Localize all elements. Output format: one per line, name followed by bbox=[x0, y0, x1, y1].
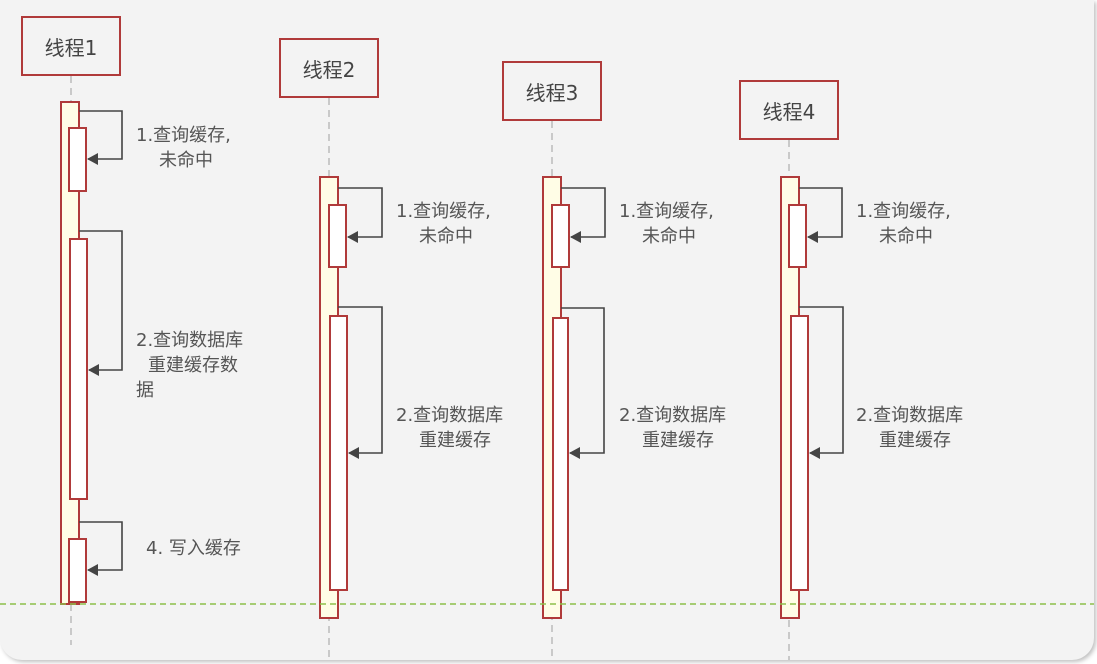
thread-1-step-2-label: 2.查询数据库 重建缓存数 据 bbox=[136, 328, 243, 403]
thread-4-step-2-label: 2.查询数据库 重建缓存 bbox=[856, 403, 963, 453]
label-line: 2.查询数据库 bbox=[856, 405, 964, 426]
thread-1-step-4-label: 4. 写入缓存 bbox=[146, 536, 241, 561]
label-line: 据 bbox=[136, 380, 154, 401]
activation-box-thread-1-query-db bbox=[69, 238, 88, 500]
label-line: 未命中 bbox=[642, 226, 696, 247]
label-line: 1.查询缓存, bbox=[396, 201, 491, 222]
label-line: 2.查询数据库 bbox=[396, 405, 504, 426]
activation-box-thread-1-query-cache bbox=[68, 127, 87, 192]
label-line: 重建缓存 bbox=[419, 430, 491, 451]
message-arrow-thread-3-step-2 bbox=[561, 307, 605, 459]
thread-3-step-1-label: 1.查询缓存, 未命中 bbox=[619, 199, 714, 249]
thread-1-step-1-label: 1.查询缓存, 未命中 bbox=[136, 123, 231, 173]
activation-box-thread-3-query-db bbox=[552, 317, 569, 591]
activation-box-thread-4-query-cache bbox=[788, 204, 807, 268]
thread-1-title-text: 线程1 bbox=[44, 35, 98, 60]
thread-2-title: 线程2 bbox=[279, 38, 379, 98]
message-arrow-thread-4-step-1 bbox=[799, 187, 843, 243]
message-arrow-thread-1-step-2 bbox=[79, 230, 123, 376]
label-line: 1.查询缓存, bbox=[136, 125, 231, 146]
label-line: 未命中 bbox=[879, 226, 933, 247]
message-arrow-thread-2-step-2 bbox=[338, 306, 383, 459]
message-arrow-thread-3-step-1 bbox=[561, 187, 606, 243]
message-arrow-thread-2-step-1 bbox=[338, 187, 383, 243]
thread-2-step-2-label: 2.查询数据库 重建缓存 bbox=[396, 403, 503, 453]
activation-box-thread-2-query-cache bbox=[328, 204, 347, 268]
message-arrow-thread-4-step-2 bbox=[799, 306, 844, 459]
label-line: 2.查询数据库 bbox=[619, 405, 727, 426]
thread-3-step-2-label: 2.查询数据库 重建缓存 bbox=[619, 403, 726, 453]
message-arrow-thread-1-step-4 bbox=[79, 521, 123, 576]
activation-box-thread-3-query-cache bbox=[551, 204, 570, 268]
thread-2-title-text: 线程2 bbox=[302, 57, 356, 82]
activation-box-thread-2-query-db bbox=[329, 315, 348, 591]
thread-2-step-1-label: 1.查询缓存, 未命中 bbox=[396, 199, 491, 249]
label-line: 1.查询缓存, bbox=[619, 201, 714, 222]
label-line: 4. 写入缓存 bbox=[146, 538, 241, 559]
thread-1-title: 线程1 bbox=[21, 16, 121, 76]
activation-box-thread-4-query-db bbox=[790, 315, 809, 591]
label-line: 重建缓存数 bbox=[148, 355, 238, 376]
label-line: 1.查询缓存, bbox=[856, 201, 951, 222]
label-line: 未命中 bbox=[159, 150, 213, 171]
thread-4-title: 线程4 bbox=[739, 80, 839, 140]
thread-3-title-text: 线程3 bbox=[525, 80, 579, 105]
activation-box-thread-1-write-cache bbox=[68, 538, 87, 603]
label-line: 2.查询数据库 bbox=[136, 330, 244, 351]
message-arrow-thread-1-step-1 bbox=[79, 110, 123, 165]
label-line: 重建缓存 bbox=[879, 430, 951, 451]
label-line: 重建缓存 bbox=[642, 430, 714, 451]
label-line: 未命中 bbox=[419, 226, 473, 247]
thread-4-title-text: 线程4 bbox=[762, 99, 816, 124]
thread-3-title: 线程3 bbox=[502, 61, 602, 121]
thread-4-step-1-label: 1.查询缓存, 未命中 bbox=[856, 199, 951, 249]
